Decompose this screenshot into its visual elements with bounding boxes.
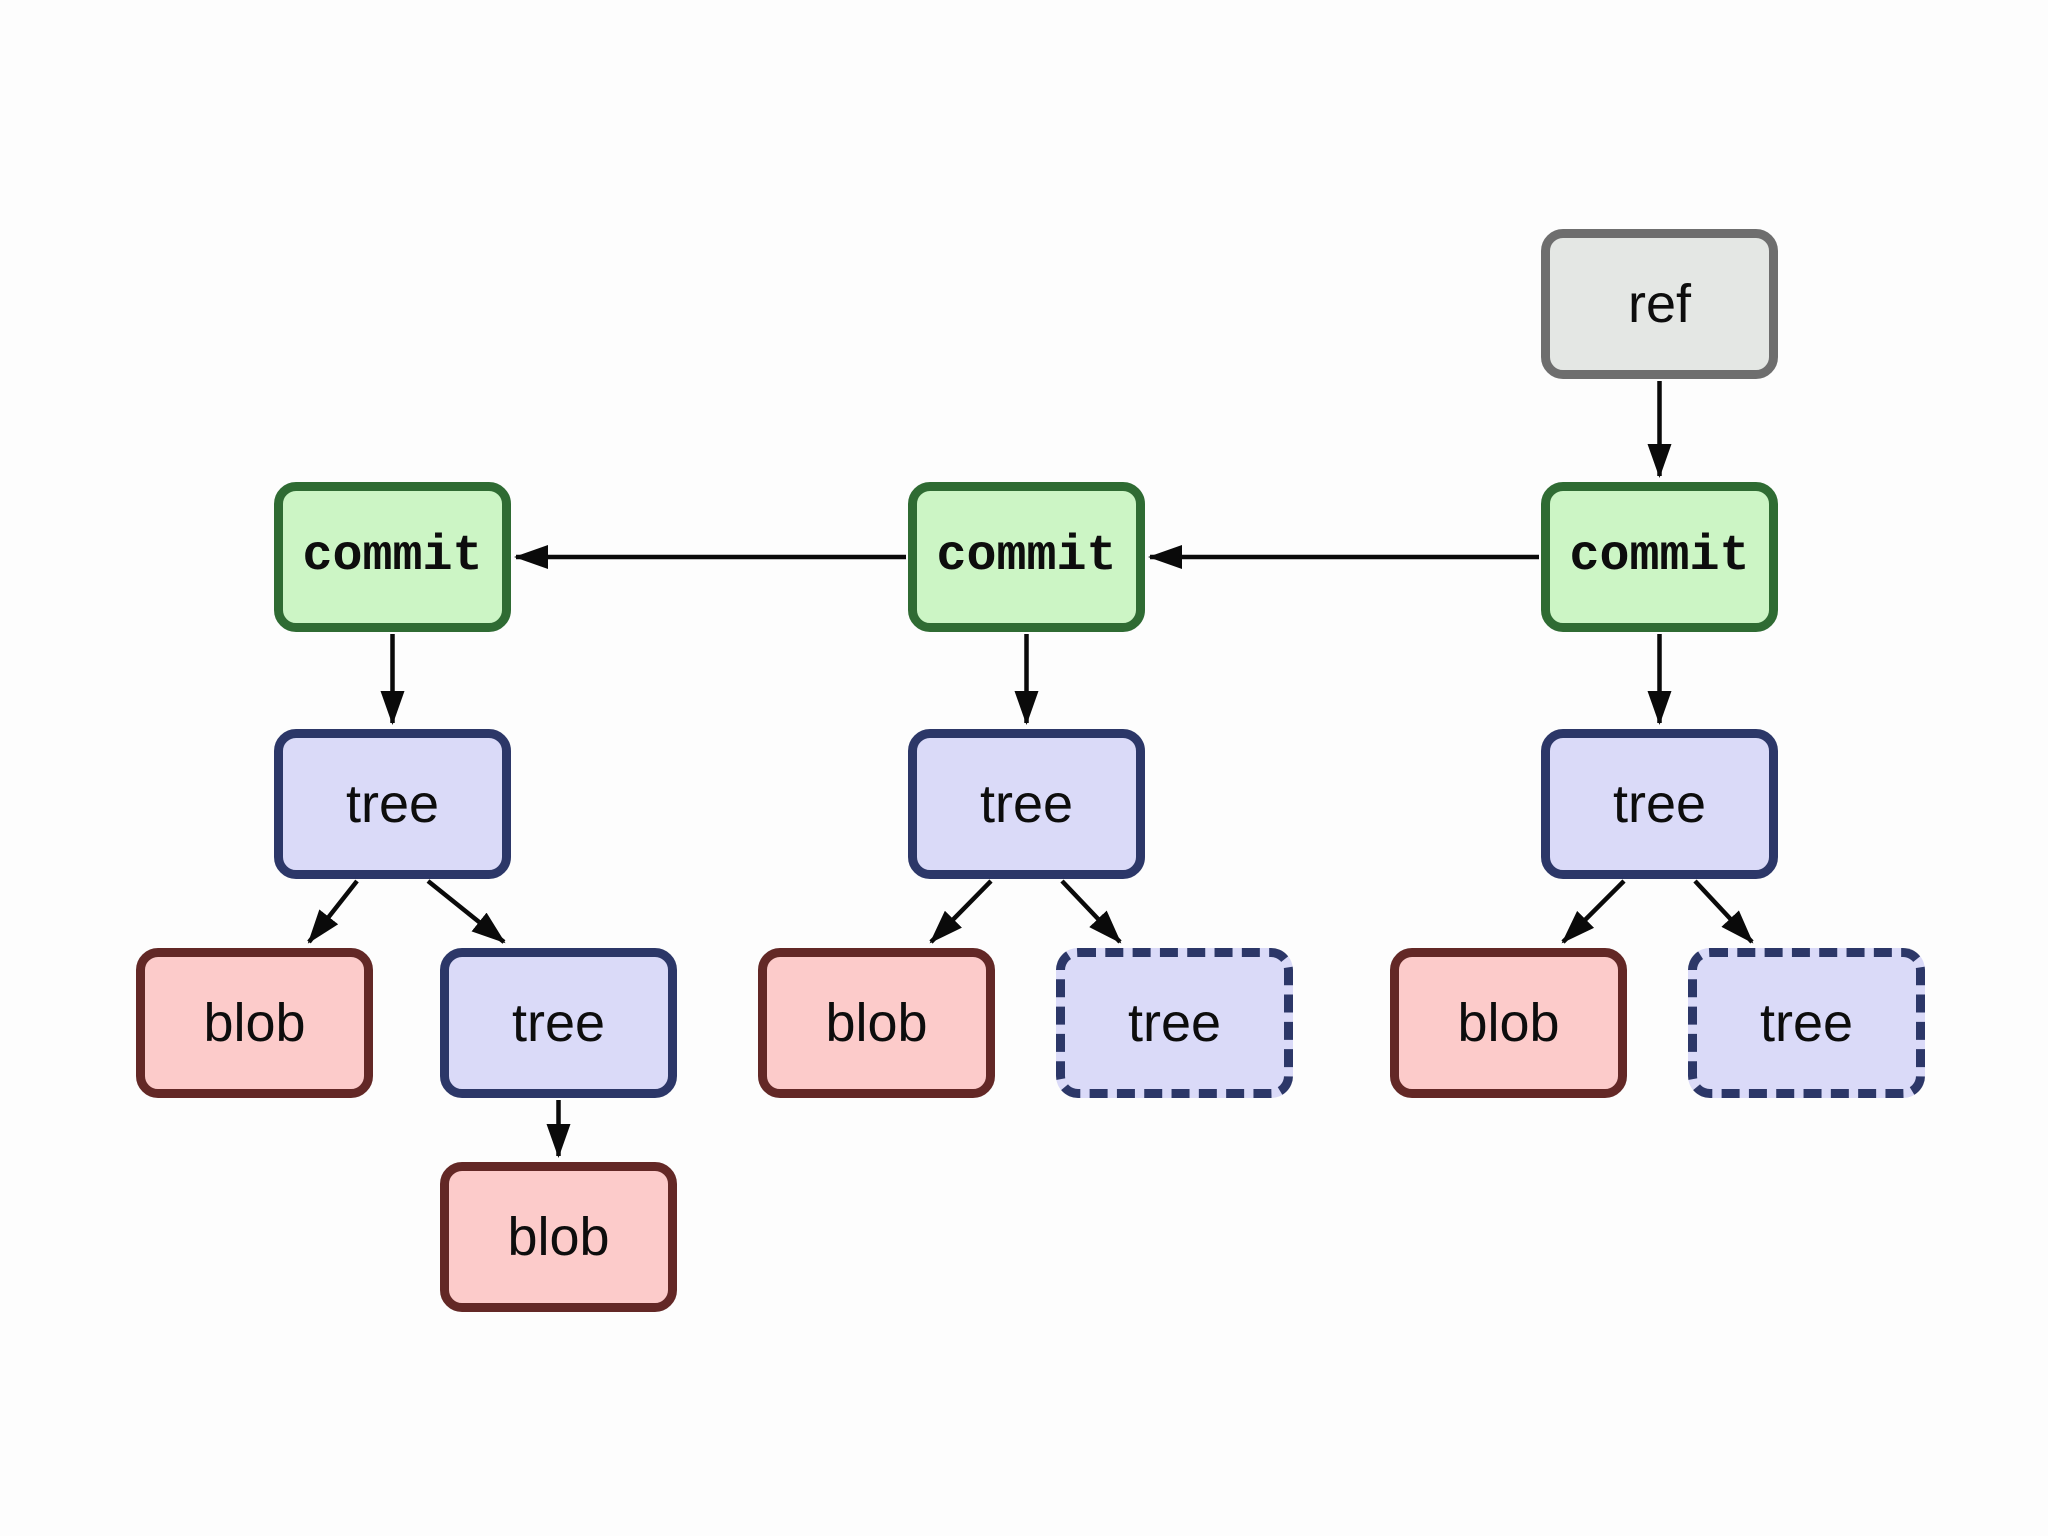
edge-tree-right-to-blob-right	[1561, 879, 1626, 944]
edge-tree-right-to-tree-right-dashed	[1693, 879, 1754, 944]
node-tree-left-child-label: tree	[511, 993, 606, 1053]
node-tree-left: tree	[274, 729, 511, 879]
node-tree-right-dashed: tree	[1688, 948, 1925, 1098]
edge-tree-left-to-tree-left-child	[426, 879, 506, 944]
node-ref-label: ref	[1627, 274, 1692, 334]
node-tree-left-child: tree	[440, 948, 677, 1098]
node-tree-right: tree	[1541, 729, 1778, 879]
node-blob-left: blob	[136, 948, 373, 1098]
node-tree-right-label: tree	[1612, 774, 1707, 834]
node-blob-right: blob	[1390, 948, 1627, 1098]
node-tree-middle: tree	[908, 729, 1145, 879]
node-commit-left: commit	[274, 482, 511, 632]
node-blob-right-label: blob	[1457, 993, 1560, 1053]
node-blob-left-label: blob	[203, 993, 306, 1053]
node-tree-right-dashed-label: tree	[1759, 993, 1854, 1053]
node-blob-middle: blob	[758, 948, 995, 1098]
node-tree-left-label: tree	[345, 774, 440, 834]
edge-tree-left-to-blob-left	[307, 879, 359, 944]
node-commit-middle: commit	[908, 482, 1145, 632]
node-commit-right-label: commit	[1569, 528, 1750, 585]
node-commit-right: commit	[1541, 482, 1778, 632]
node-commit-left-label: commit	[302, 528, 483, 585]
edge-tree-middle-to-tree-middle-dashed	[1060, 879, 1122, 944]
node-blob-middle-label: blob	[825, 993, 928, 1053]
node-ref: ref	[1541, 229, 1778, 379]
node-tree-middle-dashed: tree	[1056, 948, 1293, 1098]
node-tree-middle-label: tree	[979, 774, 1074, 834]
node-blob-bottom: blob	[440, 1162, 677, 1312]
node-tree-middle-dashed-label: tree	[1127, 993, 1222, 1053]
node-commit-middle-label: commit	[936, 528, 1117, 585]
edge-tree-middle-to-blob-middle	[929, 879, 993, 944]
node-blob-bottom-label: blob	[507, 1207, 610, 1267]
